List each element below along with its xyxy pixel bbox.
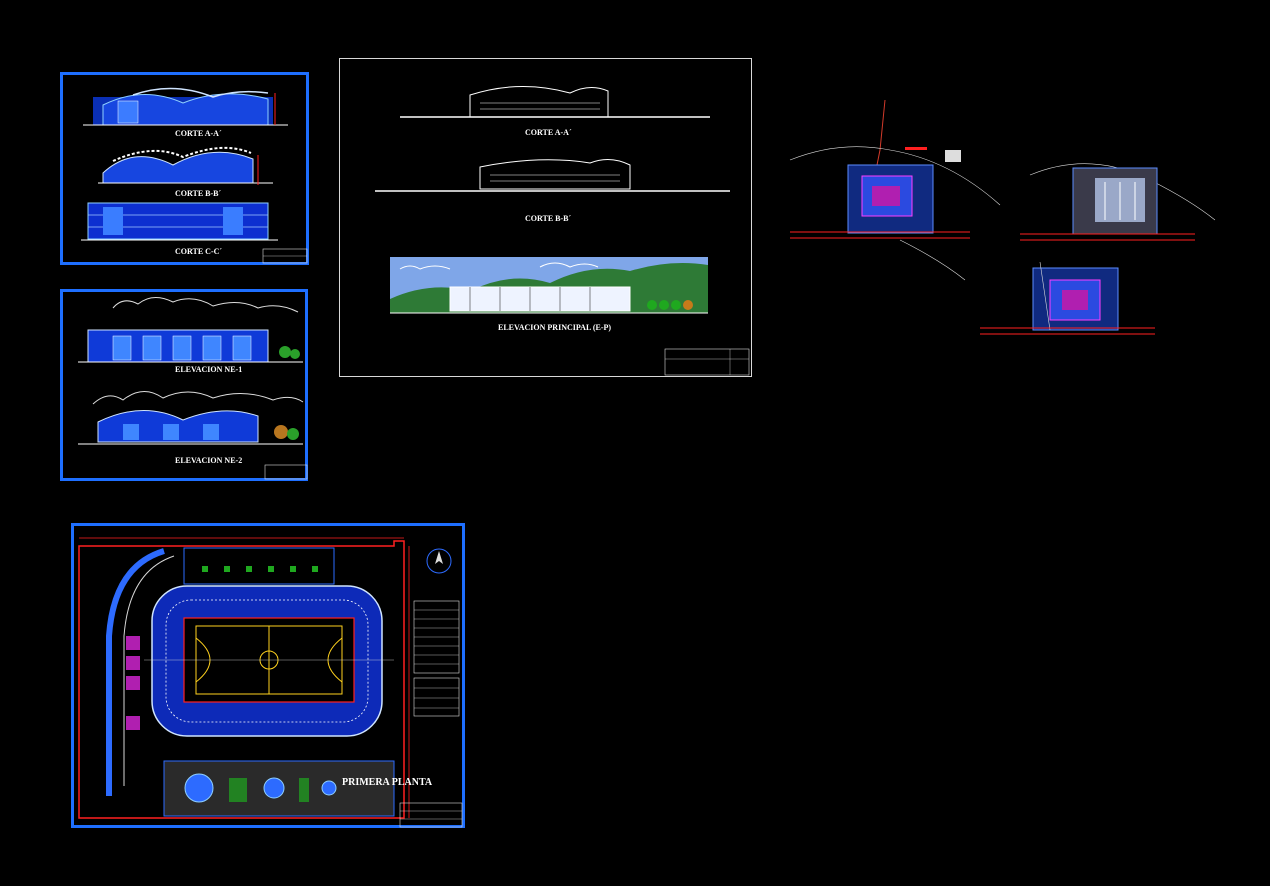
section-label-a: CORTE A-A´: [175, 129, 222, 138]
main-section-label-a: CORTE A-A´: [525, 128, 572, 137]
elevations-drawing: [78, 297, 308, 480]
sections-drawing: [81, 87, 308, 264]
floor-plan-drawing: [78, 537, 463, 828]
floor-plan-title: PRIMERA PLANTA: [342, 777, 433, 788]
site-plan-2: [1020, 163, 1216, 241]
section-label-b: CORTE B-B´: [175, 189, 222, 198]
main-section-label-b: CORTE B-B´: [525, 214, 572, 223]
elevation-label-ne2: ELEVACION NE-2: [175, 456, 243, 465]
main-elevation-drawing: [375, 85, 750, 376]
section-label-c: CORTE C-C´: [175, 247, 223, 256]
main-elevation-label: ELEVACION PRINCIPAL (E-P): [498, 323, 612, 332]
floor-plan-sheet[interactable]: PRIMERA PLANTA: [71, 523, 465, 828]
elevation-label-ne1: ELEVACION NE-1: [175, 365, 243, 374]
elevations-sheet[interactable]: ELEVACION NE-1 ELEVACION NE-2: [60, 289, 308, 481]
main-elevation-sheet[interactable]: CORTE A-A´ CORTE B-B´ ELEVACION PRINCIPA…: [339, 58, 752, 377]
site-plan-3: [980, 261, 1155, 335]
sections-sheet[interactable]: CORTE A-A´ CORTE B-B´ CORTE C-C´: [60, 72, 309, 265]
site-plan-1: [789, 99, 1001, 281]
